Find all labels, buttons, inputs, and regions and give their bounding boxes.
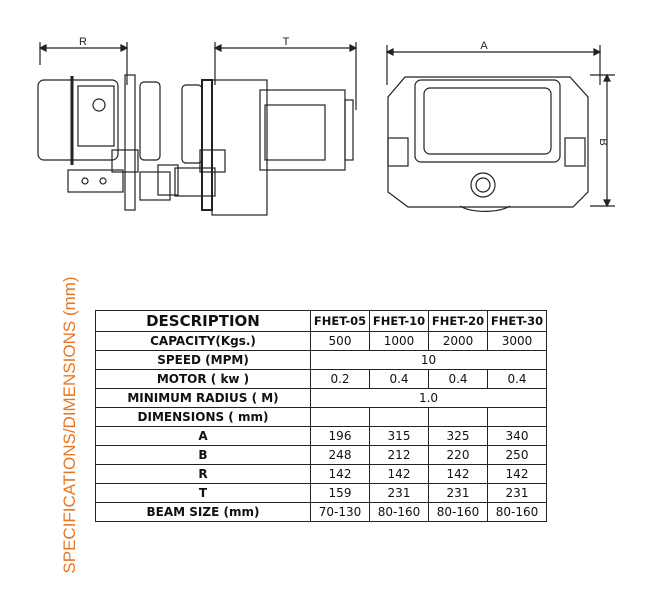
side-view-drawing: R xyxy=(37,36,179,211)
header-cell: DESCRIPTION xyxy=(95,310,311,332)
value-cell: 0.4 xyxy=(428,369,488,389)
value-cell: 315 xyxy=(369,426,429,446)
value-cell: 231 xyxy=(487,483,547,503)
value-cell: 0.4 xyxy=(369,369,429,389)
row-label: MOTOR ( kw ) xyxy=(95,369,311,389)
value-cell: 1000 xyxy=(369,331,429,351)
value-cell: 142 xyxy=(487,464,547,484)
value-cell: 0.4 xyxy=(487,369,547,389)
row-label: MINIMUM RADIUS ( M) xyxy=(95,388,311,408)
value-cell: 2000 xyxy=(428,331,488,351)
header-cell: FHET-20 xyxy=(428,310,488,332)
table-row: SPEED (MPM)10 xyxy=(95,350,547,370)
value-cell: 142 xyxy=(369,464,429,484)
value-cell: 340 xyxy=(487,426,547,446)
value-cell: 250 xyxy=(487,445,547,465)
value-cell: 248 xyxy=(310,445,370,465)
value-cell xyxy=(428,407,488,427)
row-label: DIMENSIONS ( mm) xyxy=(95,407,311,427)
dim-label-t: T xyxy=(283,36,290,48)
header-cell: FHET-05 xyxy=(310,310,370,332)
value-cell: 142 xyxy=(310,464,370,484)
value-cell: 220 xyxy=(428,445,488,465)
value-cell: 3000 xyxy=(487,331,547,351)
value-cell xyxy=(310,407,370,427)
row-label: CAPACITY(Kgs.) xyxy=(95,331,311,351)
value-cell: 196 xyxy=(310,426,370,446)
value-cell: 70-130 xyxy=(310,502,370,522)
row-label: SPEED (MPM) xyxy=(95,350,311,370)
specifications-table: DESCRIPTION FHET-05 FHET-10 FHET-20 FHET… xyxy=(95,310,547,522)
value-cell: 159 xyxy=(310,483,370,503)
value-cell: 80-160 xyxy=(369,502,429,522)
header-cell: FHET-30 xyxy=(487,310,547,332)
end-view-drawing: A B xyxy=(385,40,615,212)
row-label: BEAM SIZE (mm) xyxy=(95,502,311,522)
value-cell: 10 xyxy=(310,350,547,370)
value-cell: 231 xyxy=(428,483,488,503)
value-cell xyxy=(369,407,429,427)
dim-label-b: B xyxy=(597,138,609,145)
value-cell: 212 xyxy=(369,445,429,465)
value-cell: 500 xyxy=(310,331,370,351)
front-view-drawing: T xyxy=(174,36,358,216)
row-label: B xyxy=(95,445,311,465)
value-cell: 80-160 xyxy=(428,502,488,522)
value-cell: 1.0 xyxy=(310,388,547,408)
table-row: DIMENSIONS ( mm) xyxy=(95,407,547,427)
value-cell: 325 xyxy=(428,426,488,446)
value-cell: 80-160 xyxy=(487,502,547,522)
value-cell: 0.2 xyxy=(310,369,370,389)
dim-label-a: A xyxy=(480,40,488,52)
table-header-row: DESCRIPTION FHET-05 FHET-10 FHET-20 FHET… xyxy=(95,310,547,332)
dim-label-r: R xyxy=(79,36,87,48)
header-cell: FHET-10 xyxy=(369,310,429,332)
value-cell xyxy=(487,407,547,427)
value-cell: 231 xyxy=(369,483,429,503)
trolley-drawings: R T A B xyxy=(37,36,615,216)
row-label: R xyxy=(95,464,311,484)
value-cell: 142 xyxy=(428,464,488,484)
table-row: MINIMUM RADIUS ( M)1.0 xyxy=(95,388,547,408)
row-label: T xyxy=(95,483,311,503)
specifications-side-title: SPECIFICATIONS/DIMENSIONS (mm) xyxy=(60,276,79,574)
row-label: A xyxy=(95,426,311,446)
